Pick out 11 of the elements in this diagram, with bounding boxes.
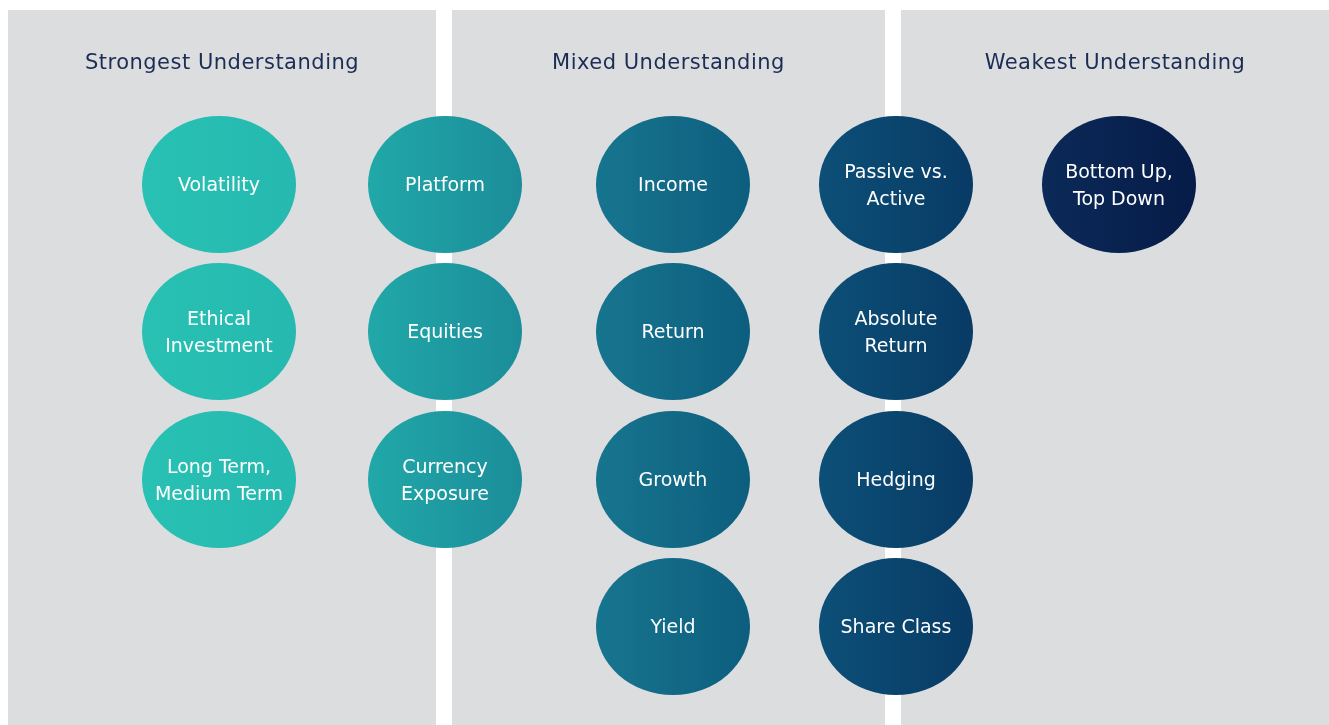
topic-ellipse: Yield: [596, 558, 750, 695]
topic-ellipse: Ethical Investment: [142, 263, 296, 400]
topic-ellipse: Growth: [596, 411, 750, 548]
topic-ellipse: Volatility: [142, 116, 296, 253]
column-heading: Weakest Understanding: [983, 50, 1247, 74]
topic-ellipse: Income: [596, 116, 750, 253]
topic-ellipse: Return: [596, 263, 750, 400]
column-heading: Strongest Understanding: [83, 50, 361, 74]
column-heading: Mixed Understanding: [551, 50, 786, 74]
topic-ellipse: Bottom Up, Top Down: [1042, 116, 1196, 253]
topic-ellipse: Long Term, Medium Term: [142, 411, 296, 548]
